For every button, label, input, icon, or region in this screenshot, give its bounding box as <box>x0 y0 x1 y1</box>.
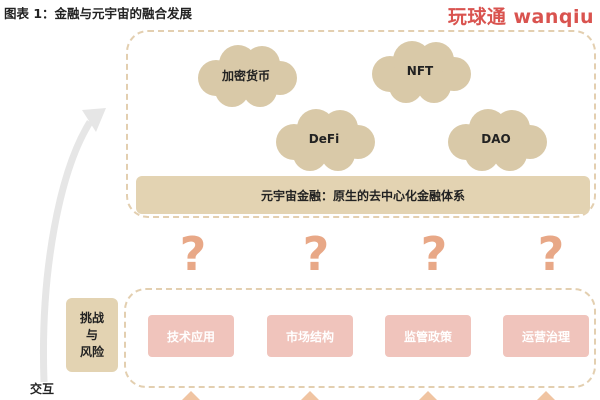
up-triangle-icon <box>182 391 200 400</box>
interaction-arrow-icon <box>40 108 106 383</box>
challenges-container <box>124 288 596 388</box>
item-tech-application: 技术应用 <box>148 315 234 357</box>
item-regulatory-policy: 监管政策 <box>385 315 471 357</box>
question-mark-icon: ? <box>420 227 448 281</box>
cloud-shape-icon <box>448 109 547 171</box>
figure-title: 图表 1：金融与元宇宙的融合发展 <box>4 6 193 21</box>
cloud-nft: NFT <box>360 36 480 106</box>
cloud-shape-icon <box>198 45 297 107</box>
cloud-label: DeFi <box>308 132 340 146</box>
interaction-label: 交互 <box>30 382 55 396</box>
cloud-shape-icon <box>372 41 471 103</box>
metaverse-finance-container <box>126 30 596 218</box>
item-operation-governance: 运营治理 <box>503 315 589 357</box>
cloud-label: DAO <box>481 132 511 146</box>
cloud-crypto: 加密货币 <box>186 40 306 110</box>
up-triangle-icon <box>419 391 437 400</box>
up-triangle-icon <box>537 391 555 400</box>
watermark: 玩球通 wanqiu <box>447 6 594 28</box>
cloud-label: 加密货币 <box>221 68 270 83</box>
question-mark-icon: ? <box>537 227 565 281</box>
cloud-shape-icon <box>276 109 375 171</box>
up-triangle-icon <box>301 391 319 400</box>
metaverse-finance-banner: 元宇宙金融：原生的去中心化金融体系 <box>136 176 590 214</box>
challenge-risk-label: 挑战 与 风险 <box>66 298 118 372</box>
cloud-dao: DAO <box>436 104 556 174</box>
question-mark-icon: ? <box>179 227 207 281</box>
cloud-label: NFT <box>406 64 434 78</box>
item-market-structure: 市场结构 <box>267 315 353 357</box>
question-mark-icon: ? <box>302 227 330 281</box>
cloud-defi: DeFi <box>264 104 384 174</box>
